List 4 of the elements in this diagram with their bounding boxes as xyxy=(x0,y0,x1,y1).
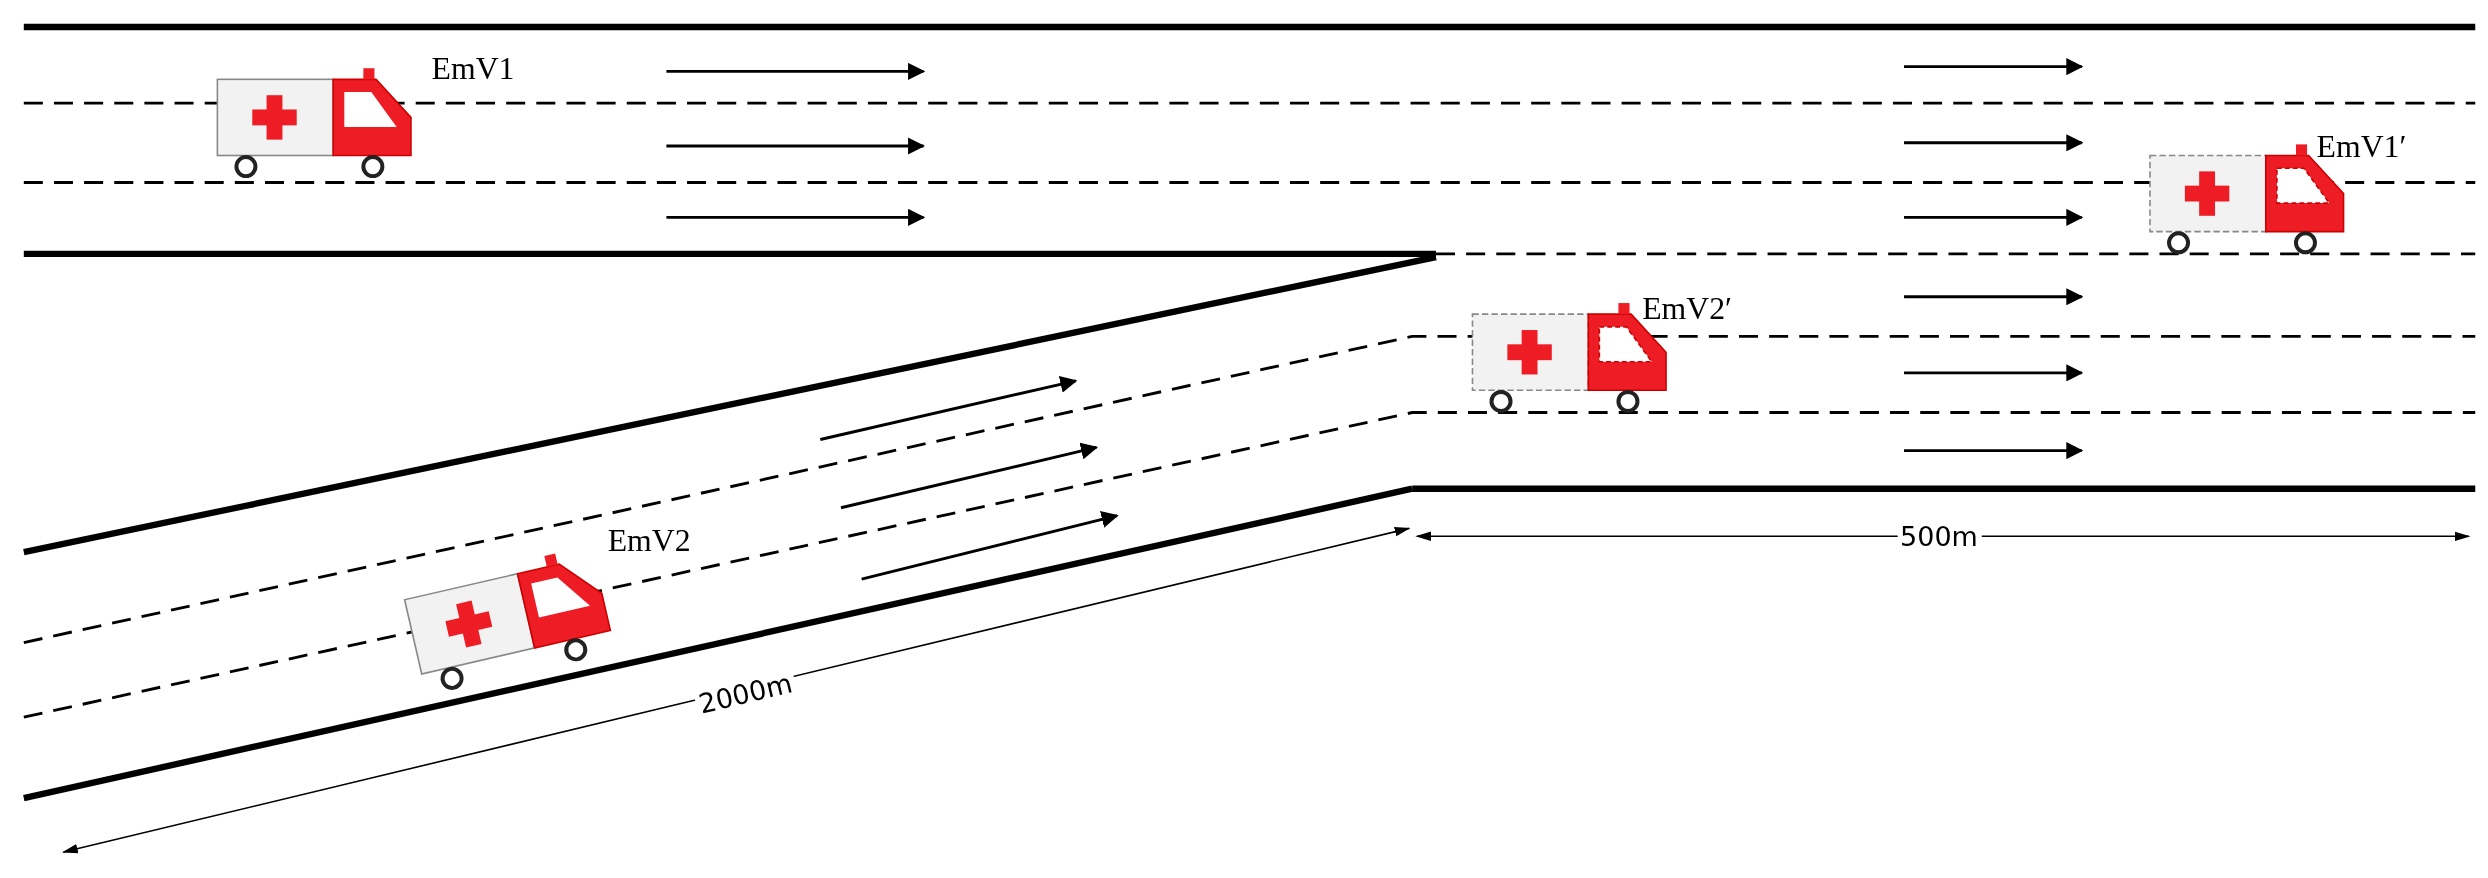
vehicle-label: EmV1′ xyxy=(2316,130,2407,162)
vehicle-label: EmV2′ xyxy=(1642,291,1733,324)
vehicle-label: EmV1 xyxy=(431,52,515,85)
vehicle-label: EmV2 xyxy=(607,523,691,556)
